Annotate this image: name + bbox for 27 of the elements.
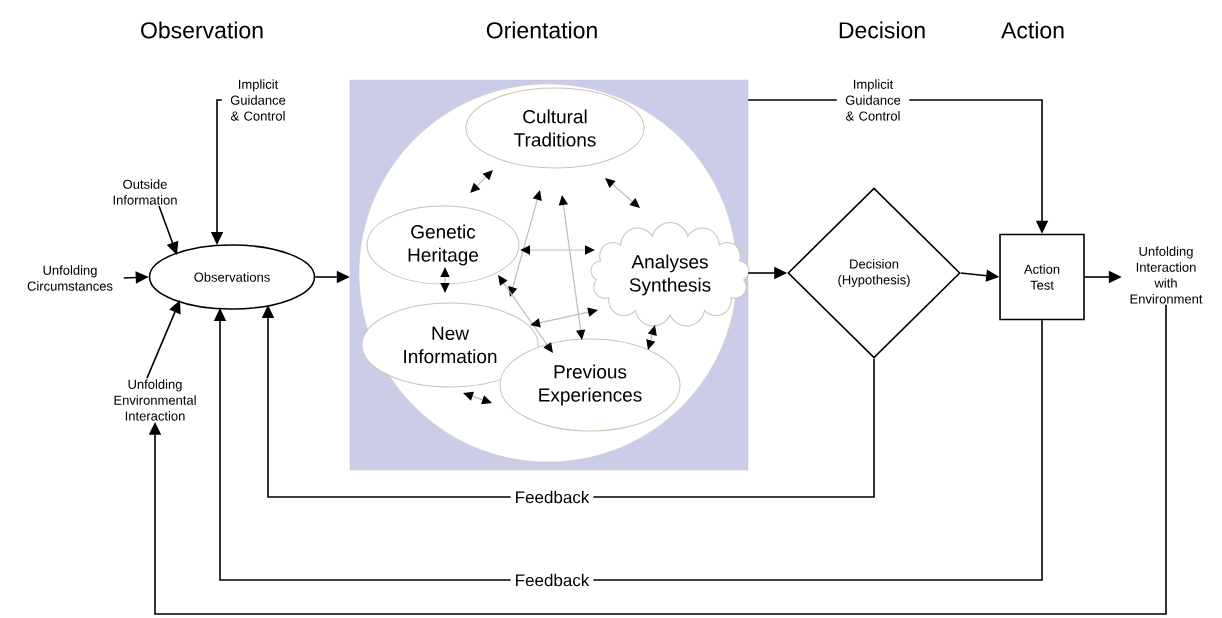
column-heading: Observation: [141, 21, 263, 39]
action-box: Action Test: [999, 233, 1085, 321]
arrow: [530, 307, 598, 328]
arrow: [470, 170, 493, 193]
arrow: [440, 267, 450, 293]
arrow: [148, 303, 1167, 615]
arrow: [498, 275, 553, 353]
connector-line: [747, 99, 838, 101]
annotation-text: Outside Information: [113, 179, 177, 205]
annotation-text: Unfolding Interaction with Environment: [1130, 246, 1203, 304]
arrow: [520, 245, 595, 255]
annotation-text: Unfolding Environmental Interaction: [114, 379, 196, 421]
annotation-text: Implicit Guidance & Control: [845, 79, 901, 121]
arrow: [146, 300, 181, 379]
cloud: Analyses Synthesis: [590, 222, 750, 327]
arrow: [605, 178, 640, 208]
column-heading: Action: [1001, 21, 1064, 39]
annotation-text: Implicit Guidance & Control: [230, 79, 286, 121]
arrow: [558, 195, 586, 340]
edge-label: Feedback: [510, 569, 594, 591]
arrow: [508, 190, 542, 297]
edge-label: Feedback: [510, 486, 594, 508]
annotation-text: Unfolding Circumstances: [27, 265, 113, 291]
column-heading: Decision: [839, 21, 925, 39]
arrow: [463, 391, 492, 405]
arrow: [646, 325, 657, 350]
column-heading: Orientation: [486, 21, 597, 39]
